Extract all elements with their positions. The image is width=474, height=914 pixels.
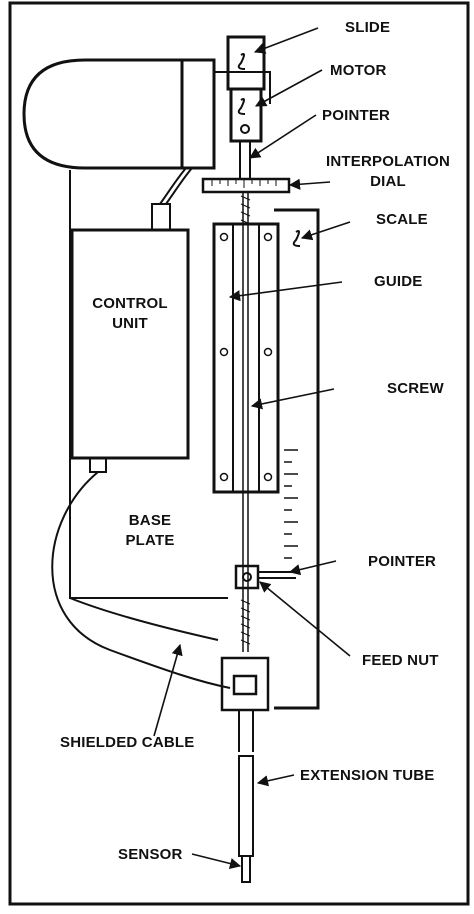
pointer-top-leader [249, 114, 317, 159]
interpolation-leader [288, 178, 331, 190]
shielded-cable [51, 471, 231, 689]
label-base: BASE [128, 512, 172, 529]
tube-coupling [220, 656, 270, 712]
label-sensor: SENSOR [118, 846, 183, 863]
label-screw: SCREW [387, 380, 444, 397]
label-shielded-cable: SHIELDED CABLE [60, 734, 195, 751]
label-unit: UNIT [112, 315, 148, 332]
motor-wire [159, 167, 187, 205]
sensor-probe [241, 855, 251, 883]
label-plate: PLATE [125, 532, 175, 549]
shielded-cable-leader [153, 643, 183, 737]
label-scale: SCALE [376, 211, 428, 228]
label-slide: SLIDE [345, 19, 391, 36]
feed-nut [234, 564, 260, 590]
label-feed-nut: FEED NUT [362, 652, 439, 669]
scale-leader [300, 221, 351, 241]
label-control: CONTROL [92, 295, 168, 312]
extension-tube-leader [256, 774, 295, 787]
feed-nut-leader [259, 581, 351, 657]
drive-motor-block [229, 87, 263, 143]
motor-housing [22, 58, 216, 170]
label-motor: MOTOR [330, 62, 387, 79]
slide-leader [253, 27, 319, 54]
slide-block [226, 35, 266, 91]
base-plate-lower-edge [69, 597, 219, 641]
guide-rail [212, 222, 280, 494]
label-pointer-bottom: POINTER [368, 553, 437, 570]
label-guide: GUIDE [374, 273, 423, 290]
sensor-leader [191, 853, 242, 869]
screw-leader [250, 388, 335, 410]
label-extension-tube: EXTENSION TUBE [300, 767, 435, 784]
label-pointer-top: POINTER [322, 107, 391, 124]
wire-connector [151, 203, 171, 231]
scale-bar [274, 208, 320, 710]
cable-connector [89, 457, 107, 473]
pointer-bottom-leader [288, 560, 337, 576]
label-interpolation: INTERPOLATION [326, 153, 450, 170]
guide-leader [228, 281, 343, 302]
label-dial: DIAL [370, 173, 406, 190]
motor-leader [255, 69, 323, 107]
figure-frame [8, 1, 470, 906]
control-unit-box [70, 228, 190, 460]
